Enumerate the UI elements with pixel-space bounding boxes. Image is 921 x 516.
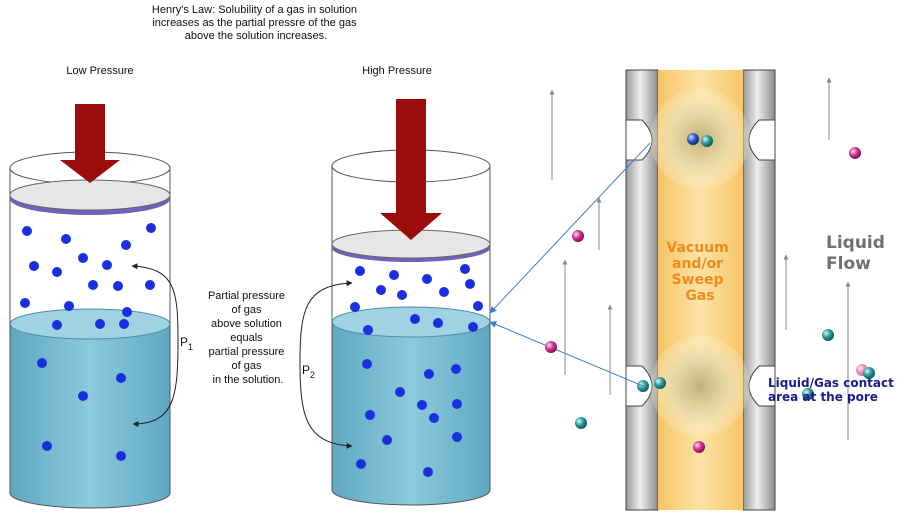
pore-center-line: and/or: [672, 256, 723, 272]
p1-bracket: [131, 263, 179, 427]
liquid-surface: [9, 308, 171, 340]
molecule-pink: [545, 341, 557, 353]
molecule-blue: [687, 133, 699, 145]
low-pressure-cylinder: [9, 104, 179, 509]
liquid-body: [332, 322, 490, 505]
title-line: increases as the partial pressre of the …: [152, 17, 357, 29]
molecule-teal: [575, 417, 587, 429]
contact-label: Liquid/Gas contact area at the pore: [768, 376, 898, 404]
molecule-pink: [849, 147, 861, 159]
pore-center-line: Vacuum: [666, 240, 728, 256]
title-line: Henry's Law: Solubility of a gas in solu…: [152, 4, 357, 16]
glass-bottom: [331, 489, 491, 506]
membrane-pore: Vacuum and/or Sweep Gas: [625, 69, 776, 511]
liquid-flow-line: Liquid: [826, 233, 885, 253]
molecule-teal: [822, 329, 834, 341]
title: Henry's Law: Solubility of a gas in solu…: [152, 4, 360, 42]
contact-line: area at the pore: [768, 390, 878, 404]
liquid-flow-label: Liquid Flow: [826, 233, 891, 274]
pore-center-line: Gas: [685, 288, 714, 304]
pressure-arrow: [380, 99, 442, 240]
low-pressure-label: Low Pressure: [66, 65, 133, 77]
piston: [9, 179, 171, 211]
contact-line: Liquid/Gas contact: [768, 376, 894, 390]
p1-label: P1: [180, 335, 193, 352]
pore-bubble-top: [650, 89, 750, 189]
pointer-line-top: [489, 142, 651, 314]
gas-molecules-above: [20, 223, 156, 317]
pore-center-text: Vacuum and/or Sweep Gas: [666, 240, 733, 304]
high-pressure-cylinder: [299, 99, 491, 506]
pressure-arrow: [60, 104, 120, 183]
explanation-line: partial pressure: [209, 346, 285, 358]
explanation-line: in the solution.: [213, 374, 284, 386]
explanation: Partial pressure of gas above solution e…: [208, 290, 288, 386]
explanation-line: of gas: [231, 304, 261, 316]
molecule-teal: [802, 388, 814, 400]
molecule-pink: [572, 230, 584, 242]
molecule-teal: [863, 367, 875, 379]
liquid-flow-line: Flow: [826, 254, 871, 274]
explanation-line: Partial pressure: [208, 290, 285, 302]
molecule-teal: [701, 135, 713, 147]
gas-molecules-above: [350, 264, 483, 312]
molecule-pink: [693, 441, 705, 453]
high-pressure-label: High Pressure: [362, 65, 432, 77]
flow-arrows-right: [783, 77, 851, 440]
explanation-line: above solution: [211, 318, 282, 330]
glass-bottom: [9, 492, 171, 509]
flow-arrows-left: [549, 89, 613, 395]
molecule-teal: [654, 377, 666, 389]
explanation-line: equals: [230, 332, 263, 344]
pore-center-line: Sweep: [672, 272, 724, 288]
p2-label: P2: [302, 363, 315, 380]
pore-bubble-bottom: [650, 336, 750, 436]
liquid-body: [10, 324, 170, 508]
dissolved-molecules: [37, 319, 129, 461]
dissolved-molecules: [356, 314, 478, 477]
pointer-line-bottom: [489, 321, 644, 387]
p2-bracket: [299, 280, 353, 449]
explanation-line: of gas: [231, 360, 261, 372]
title-line: above the solution increases.: [185, 30, 327, 42]
